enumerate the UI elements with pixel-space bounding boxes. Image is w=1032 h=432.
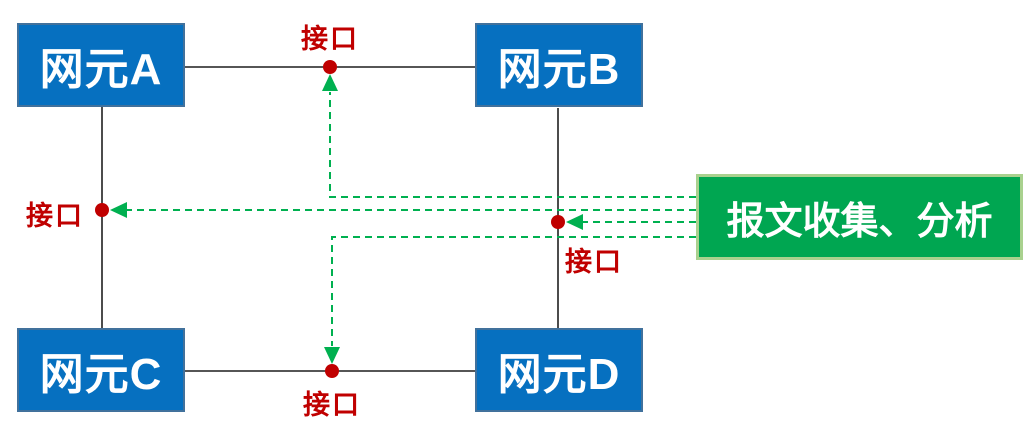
node-label-d: 网元D xyxy=(497,350,621,399)
node-box-c: 网元C xyxy=(17,328,185,412)
interface-dot-top xyxy=(323,60,337,74)
node-label-c: 网元C xyxy=(39,350,163,399)
node-label-a: 网元A xyxy=(39,45,163,94)
collector-box: 报文收集、分析 xyxy=(696,174,1023,260)
node-box-b: 网元B xyxy=(475,23,643,107)
capture-flow-top xyxy=(329,92,696,198)
interface-label-bottom: 接口 xyxy=(303,390,361,420)
arrowhead-left-icon xyxy=(110,202,127,218)
interface-dot-left xyxy=(95,203,109,217)
capture-flow-bottom xyxy=(331,236,696,346)
collector-label: 报文收集、分析 xyxy=(726,200,993,243)
arrowhead-bottom-icon xyxy=(324,347,340,364)
interface-dot-right xyxy=(551,215,565,229)
node-label-b: 网元B xyxy=(497,45,621,94)
arrowhead-top-icon xyxy=(322,74,338,91)
node-box-d: 网元D xyxy=(475,328,643,412)
arrowhead-right-icon xyxy=(566,214,583,230)
interface-dot-bottom xyxy=(325,364,339,378)
interface-label-left: 接口 xyxy=(26,201,84,231)
node-box-a: 网元A xyxy=(17,23,185,107)
interface-label-top: 接口 xyxy=(301,24,359,54)
interface-label-right: 接口 xyxy=(565,247,623,277)
